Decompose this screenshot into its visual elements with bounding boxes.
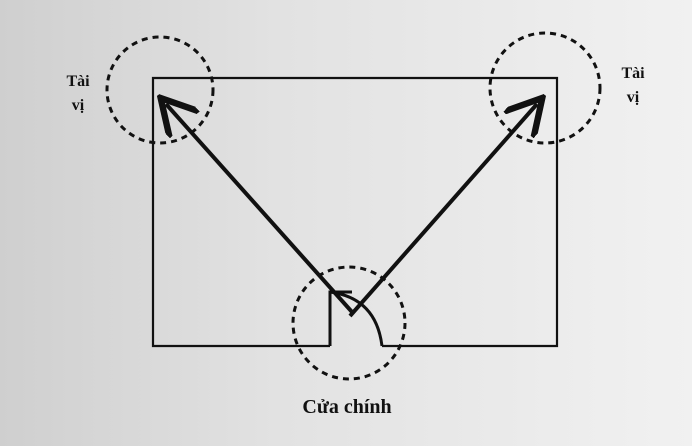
arrow-to-left-alcove — [166, 104, 354, 314]
door-zone — [291, 265, 407, 381]
left-alcove-label: Tài vị — [58, 70, 98, 118]
left-alcove-label-line1: Tài — [66, 73, 90, 90]
right-alcove-label: Tài vị — [612, 62, 654, 110]
right-alcove-label-line1: Tài — [621, 65, 645, 82]
room-outline — [151, 76, 559, 348]
arrow-to-right-alcove — [348, 104, 537, 318]
main-door-label: Cửa chính — [302, 396, 392, 418]
door-swing-arc — [329, 290, 384, 347]
right-alcove-label-line2: vị — [626, 89, 640, 106]
left-alcove-label-line2: vị — [71, 97, 85, 114]
right-alcove-zone — [488, 31, 602, 145]
left-alcove-zone — [105, 35, 215, 145]
